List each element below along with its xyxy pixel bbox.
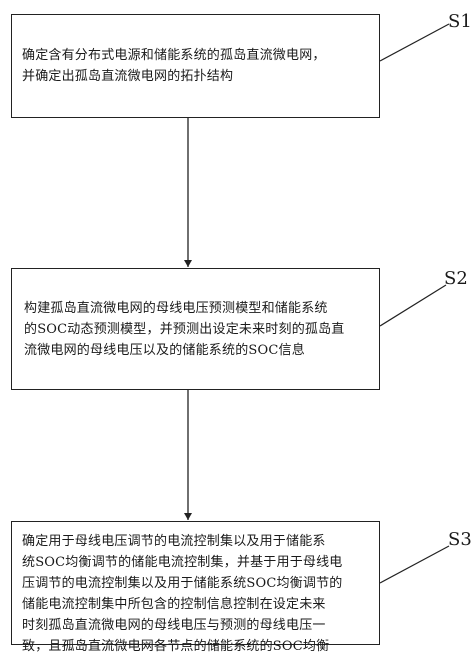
step-label-s1: S1 (448, 11, 472, 32)
leader-line-s3 (379, 545, 450, 584)
step-box-s2: 构建孤岛直流微电网的母线电压预测模型和储能系统 的SOC动态预测模型，并预测出设… (11, 268, 380, 390)
leader-line-s1 (379, 23, 450, 62)
step-text-s2: 构建孤岛直流微电网的母线电压预测模型和储能系统 的SOC动态预测模型，并预测出设… (24, 301, 345, 358)
step-text-s3: 确定用于母线电压调节的电流控制集以及用于储能系 统SOC均衡调节的储能电流控制集… (22, 534, 343, 654)
step-box-s3: 确定用于母线电压调节的电流控制集以及用于储能系 统SOC均衡调节的储能电流控制集… (11, 521, 380, 654)
step-label-s2: S2 (444, 268, 468, 289)
step-text-s1: 确定含有分布式电源和储能系统的孤岛直流微电网， 并确定出孤岛直流微电网的拓扑结构 (22, 48, 326, 84)
leader-line-s2 (379, 284, 447, 327)
step-label-s3: S3 (448, 529, 472, 550)
step-box-s1: 确定含有分布式电源和储能系统的孤岛直流微电网， 并确定出孤岛直流微电网的拓扑结构 (11, 14, 380, 118)
